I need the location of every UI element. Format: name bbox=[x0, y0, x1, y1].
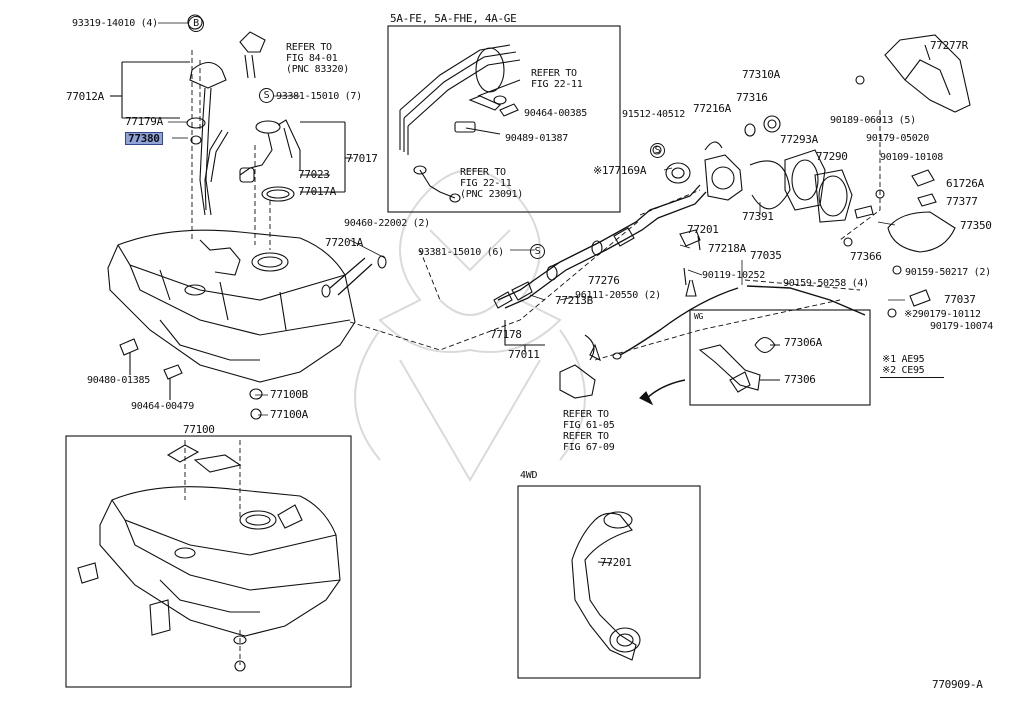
label-77023[interactable]: 77023 bbox=[298, 168, 330, 181]
tank-fasteners bbox=[119, 338, 263, 420]
label-61726a[interactable]: 61726A bbox=[946, 177, 984, 190]
label-refer-61-05-67-09[interactable]: REFER TO FIG 61-05 REFER TO FIG 67-09 bbox=[563, 409, 615, 453]
label-93319-14010[interactable]: 93319-14010 (4) bbox=[72, 18, 158, 29]
label-90159-50258[interactable]: 90159-50258 (4) bbox=[783, 278, 869, 289]
label-77218a[interactable]: 77218A bbox=[708, 242, 746, 255]
label-77017[interactable]: 77017 bbox=[346, 152, 378, 165]
inset-fuel-pump-lines bbox=[399, 44, 521, 203]
label-refer-22-11-a[interactable]: REFER TO FIG 22-11 bbox=[531, 68, 583, 90]
label-90464-00385[interactable]: 90464-00385 bbox=[524, 108, 587, 119]
inset-4wd-frame bbox=[517, 485, 701, 679]
inset-5a-fe-frame bbox=[387, 25, 621, 213]
label-refer-22-11-b[interactable]: REFER TO FIG 22-11 (PNC 23091) bbox=[460, 167, 523, 200]
label-77377[interactable]: 77377 bbox=[946, 195, 978, 208]
label-77169a[interactable]: ※177169A bbox=[593, 164, 647, 177]
label-77201a[interactable]: 77201A bbox=[325, 236, 363, 249]
arrow-to-wg bbox=[644, 379, 686, 401]
label-77012a[interactable]: 77012A bbox=[66, 90, 104, 103]
fuel-tank-main bbox=[107, 229, 356, 383]
label-91512-40512[interactable]: 91512-40512 bbox=[622, 109, 685, 120]
fuel-tank-assembly-77100 bbox=[77, 444, 341, 672]
label-77350[interactable]: 77350 bbox=[960, 219, 992, 232]
callout-s-grommet: S bbox=[650, 143, 665, 158]
label-77213b[interactable]: 77213B bbox=[555, 294, 593, 307]
label-77035[interactable]: 77035 bbox=[750, 249, 782, 262]
label-wg: WG bbox=[694, 312, 704, 321]
fuel-lid-cable bbox=[559, 285, 866, 399]
callout-s-clip: S bbox=[259, 88, 274, 103]
label-90179-10074[interactable]: 90179-10074 bbox=[930, 321, 993, 332]
label-77100b[interactable]: 77100B bbox=[270, 388, 308, 401]
label-77277r[interactable]: 77277R bbox=[930, 39, 968, 52]
callout-b-bolt: B bbox=[188, 16, 204, 32]
fuel-sender-parts bbox=[186, 14, 301, 216]
legend-model-codes: ※1 AE95 ※2 CE95 bbox=[882, 354, 925, 376]
label-77037[interactable]: 77037 bbox=[944, 293, 976, 306]
label-77100[interactable]: 77100 bbox=[183, 423, 215, 436]
label-77316[interactable]: 77316 bbox=[736, 91, 768, 104]
label-77179a[interactable]: 77179A bbox=[125, 115, 163, 128]
label-77100a[interactable]: 77100A bbox=[270, 408, 308, 421]
label-90189-06013[interactable]: 90189-06013 (5) bbox=[830, 115, 916, 126]
label-90109-10108[interactable]: 90109-10108 bbox=[880, 152, 943, 163]
label-90480-01385[interactable]: 90480-01385 bbox=[87, 375, 150, 386]
label-77366[interactable]: 77366 bbox=[850, 250, 882, 263]
label-refer-84-01[interactable]: REFER TO FIG 84-01 (PNC 83320) bbox=[286, 42, 349, 75]
callout-s-clamp: S bbox=[530, 244, 545, 259]
label-93381-15010-7[interactable]: 93381-15010 (7) bbox=[276, 91, 362, 102]
leader-brackets bbox=[110, 61, 545, 352]
label-77290[interactable]: 77290 bbox=[816, 150, 848, 163]
inset-4wd-filler-pipe bbox=[571, 511, 641, 661]
label-77306a[interactable]: 77306A bbox=[784, 336, 822, 349]
label-77276[interactable]: 77276 bbox=[588, 274, 620, 287]
label-90464-00479[interactable]: 90464-00479 bbox=[131, 401, 194, 412]
label-diagram-code: 770909-A bbox=[932, 678, 983, 691]
watermark-emblem bbox=[354, 169, 586, 482]
label-77178[interactable]: 77178 bbox=[490, 328, 522, 341]
label-77011[interactable]: 77011 bbox=[508, 348, 540, 361]
label-77306[interactable]: 77306 bbox=[784, 373, 816, 386]
label-90460-22002[interactable]: 90460-22002 (2) bbox=[344, 218, 430, 229]
label-96111-20550[interactable]: 96111-20550 (2) bbox=[575, 290, 661, 301]
label-77017a[interactable]: 77017A bbox=[298, 185, 336, 198]
inset-wg-parts bbox=[698, 336, 780, 393]
label-77391[interactable]: 77391 bbox=[742, 210, 774, 223]
label-90179-05020[interactable]: 90179-05020 bbox=[866, 133, 929, 144]
leader-lines bbox=[158, 22, 905, 416]
legend-underline bbox=[880, 377, 944, 378]
label-77201-4wd[interactable]: 77201 bbox=[600, 556, 632, 569]
label-93381-15010-6[interactable]: 93381-15010 (6) bbox=[418, 247, 504, 258]
label-engine-variants: 5A-FE, 5A-FHE, 4A-GE bbox=[390, 12, 517, 25]
label-77310a[interactable]: 77310A bbox=[742, 68, 780, 81]
label-77380-highlighted[interactable]: 77380 bbox=[125, 132, 163, 145]
inset-77100-frame bbox=[65, 435, 352, 688]
label-90159-50217[interactable]: 90159-50217 (2) bbox=[905, 267, 991, 278]
filler-neck-parts bbox=[652, 34, 971, 318]
label-90489-01387[interactable]: 90489-01387 bbox=[505, 133, 568, 144]
filler-hoses bbox=[321, 184, 707, 309]
label-90179-10112[interactable]: ※290179-10112 bbox=[904, 309, 981, 320]
label-77216a[interactable]: 77216A bbox=[693, 102, 731, 115]
inset-wg-frame bbox=[689, 309, 871, 406]
label-90119-10252[interactable]: 90119-10252 bbox=[702, 270, 765, 281]
label-77293a[interactable]: 77293A bbox=[780, 133, 818, 146]
label-4wd: 4WD bbox=[520, 470, 538, 481]
label-77201[interactable]: 77201 bbox=[687, 223, 719, 236]
